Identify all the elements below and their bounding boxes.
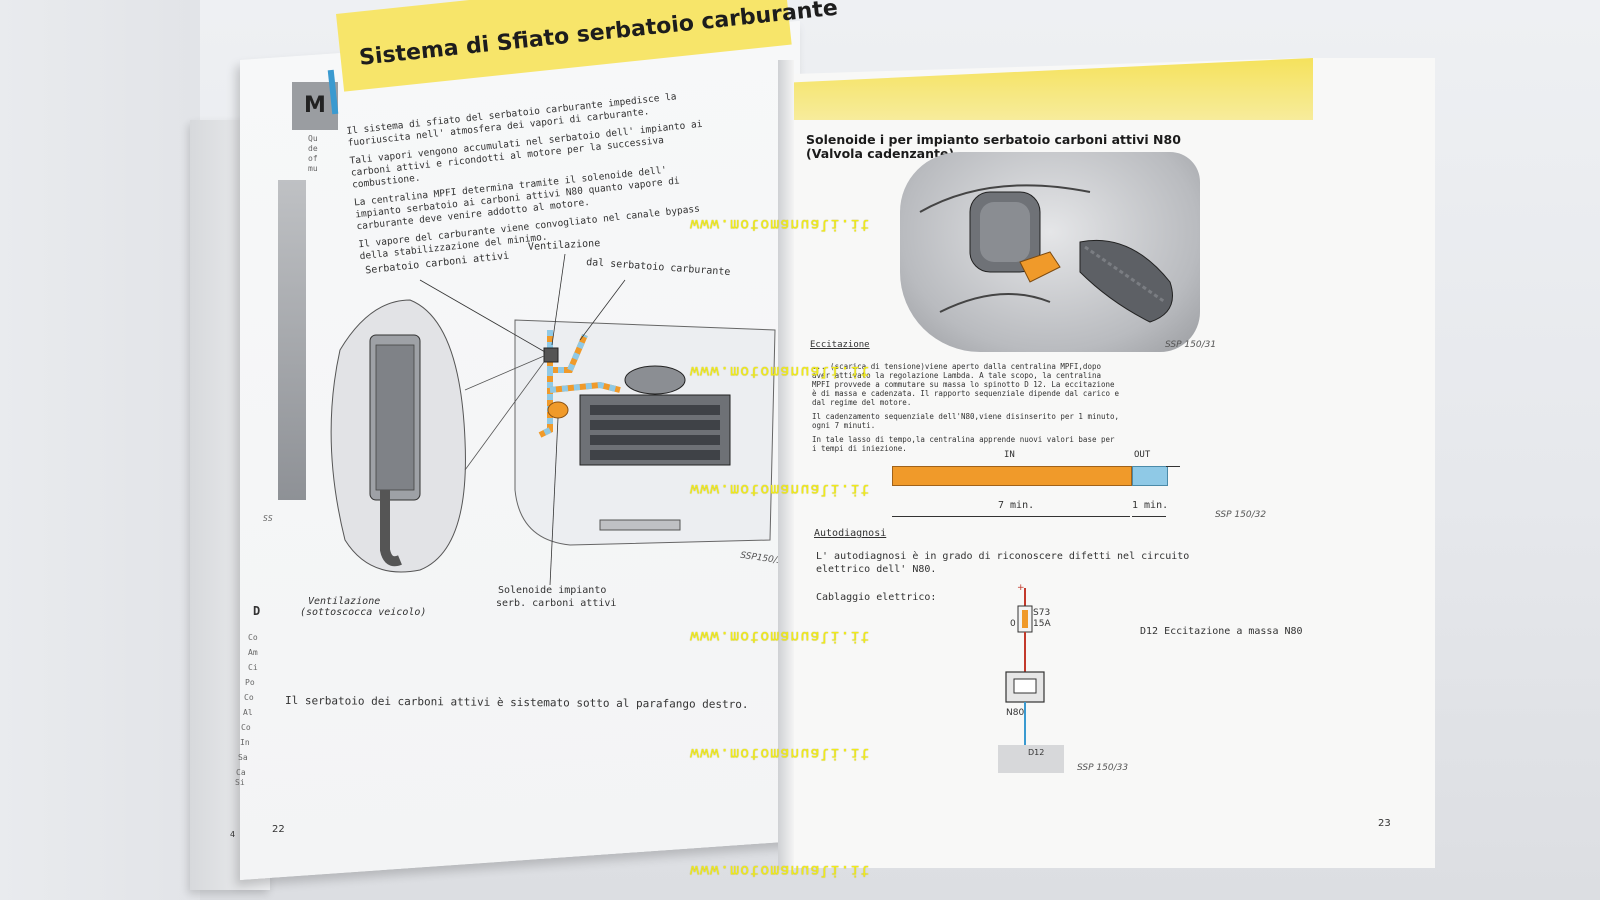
- photo-code: SSP 150/31: [1165, 340, 1217, 350]
- photo-illustration: [919, 184, 1173, 323]
- autodiagnosi-text: L' autodiagnosi è in grado di riconoscer…: [816, 551, 1190, 575]
- cablaggio-label: Cablaggio elettrico:: [816, 592, 937, 603]
- wire-plus: +: [1017, 583, 1025, 593]
- duration-arrow-out: [1132, 516, 1166, 517]
- timeline-code: SSP 150/32: [1215, 510, 1267, 520]
- label-sottoscocca: (sottoscocca veicolo): [300, 607, 427, 618]
- autodiagnosi-label: Autodiagnosi: [814, 528, 887, 539]
- edge-fragment: Qu: [308, 134, 318, 143]
- edge-fragment: Sa: [238, 753, 248, 762]
- background-left: [0, 0, 200, 900]
- edge-fragment: mu: [308, 164, 318, 173]
- edge-fragment: Po: [245, 678, 255, 687]
- paragraph: Il cadenzamento sequenziale dell'N80,vie…: [812, 412, 1120, 430]
- edge-fragment: In: [240, 738, 250, 747]
- section-heading: Solenoide i per impianto serbatoio carbo…: [806, 133, 1181, 161]
- label-serb-carboni: serb. carboni attivi: [496, 598, 617, 609]
- eccitazione-label: Eccitazione: [810, 340, 870, 350]
- duration-arrow-in: [892, 516, 1130, 517]
- wiring-legend: D12 Eccitazione a massa N80: [1140, 626, 1303, 637]
- page-number-right: 23: [1378, 818, 1391, 829]
- watermark: www.motomanuali.it: [690, 481, 871, 499]
- edge-fragment: Ci: [248, 663, 258, 672]
- solenoid-photo: [900, 152, 1200, 352]
- edge-fragment: Al: [243, 708, 253, 717]
- wiring-code: SSP 150/33: [1077, 763, 1129, 773]
- paragraph: In tale lasso di tempo,la centralina app…: [812, 435, 1115, 453]
- timeline-in-bar: [892, 466, 1132, 486]
- timeline-out-bar: [1132, 466, 1168, 486]
- edge-fragment: Ca: [236, 768, 246, 777]
- timeline-in-duration: 7 min.: [998, 500, 1035, 511]
- heading-line: (Valvola cadenzante): [806, 146, 955, 161]
- edge-fragment: Co: [244, 693, 254, 702]
- book-gutter: [778, 60, 794, 870]
- edge-fragment: D: [253, 604, 261, 618]
- watermark: www.motomanuali.it: [690, 628, 871, 646]
- edge-fragment: Si: [235, 778, 245, 787]
- edge-fragment: Co: [248, 633, 258, 642]
- fuse-zero: 0: [1010, 619, 1016, 629]
- watermark: www.motomanuali.it: [690, 745, 871, 763]
- wiring-diagram: [998, 588, 1064, 773]
- edge-gray-bar: [278, 180, 306, 500]
- edge-fragment: Co: [241, 723, 251, 732]
- fuse-label: S73: [1033, 608, 1051, 618]
- timeline-line: [1166, 466, 1180, 467]
- watermark: www.motomanuali.it: [690, 862, 871, 880]
- pin-label: D12: [1028, 748, 1045, 757]
- timeline-out-duration: 1 min.: [1132, 500, 1169, 511]
- heading-line: Solenoide i per impianto serbatoio carbo…: [806, 132, 1181, 147]
- timeline-in-label: IN: [1004, 450, 1015, 460]
- edge-fragment: Am: [248, 648, 258, 657]
- component-label: N80: [1006, 708, 1025, 718]
- paragraph: ... (scarica di tensione)viene aperto da…: [812, 362, 1120, 407]
- label-ventilazione-bottom: Ventilazione: [308, 596, 381, 607]
- page-number-left: 22: [272, 824, 285, 835]
- label-solenoide: Solenoide impianto: [498, 585, 607, 596]
- eccitazione-text: ... (scarica di tensione)viene aperto da…: [812, 362, 1122, 458]
- fuel-vapor-diagram: [330, 253, 776, 586]
- edge-fragment: SS: [263, 514, 273, 523]
- timeline-out-label: OUT: [1134, 450, 1151, 460]
- edge-fragment: of: [308, 154, 318, 163]
- edge-page-number: 4: [230, 830, 236, 839]
- edge-fragment: de: [308, 144, 318, 153]
- watermark: www.motomanuali.it: [690, 216, 871, 234]
- watermark: www.motomanuali.it: [690, 363, 871, 381]
- fuse-rating: 15A: [1033, 619, 1051, 629]
